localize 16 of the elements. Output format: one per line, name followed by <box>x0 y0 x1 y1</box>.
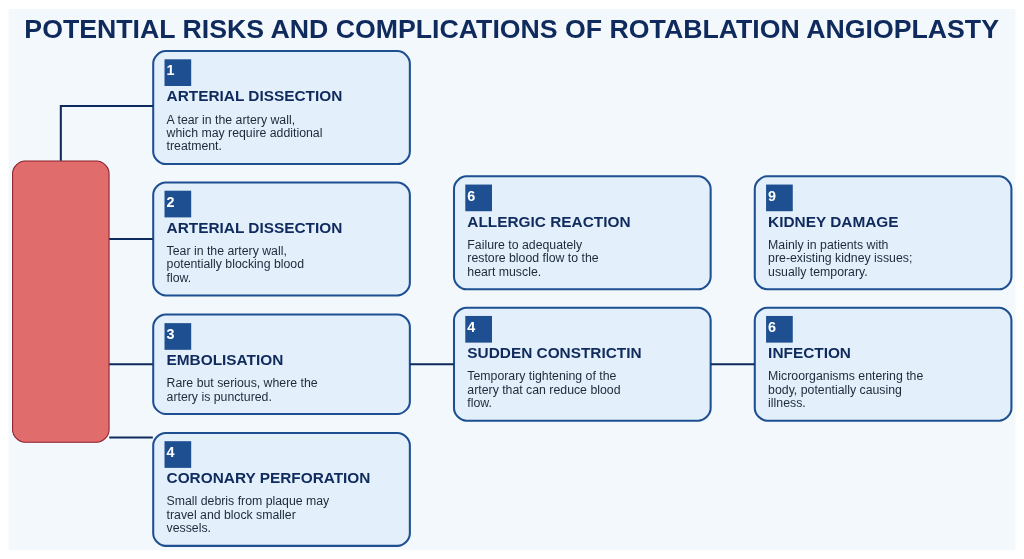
connector <box>710 363 755 366</box>
connector <box>109 436 153 439</box>
node-box: 4 CORONARY PERFORATION Small debris from plaque may travel and block smaller vessels. <box>152 431 411 547</box>
node-box: 3 EMBOLISATION Rare but serious, where the artery is punctured. <box>152 313 411 415</box>
connector <box>409 363 454 366</box>
connector <box>109 237 153 240</box>
node-box <box>12 160 110 443</box>
connector <box>109 363 153 366</box>
diagram-title: POTENTIAL RISKS AND COMPLICATIONS OF ROTABLATION ANGIOPLASTY <box>24 13 999 44</box>
node-box: 9 KIDNEY DAMAGE Mainly in patients with pre-existing kidney issues; usually temporary. <box>753 175 1013 291</box>
node-box: 2 ARTERIAL DISSECTION Tear in the artery wall, potentially blocking blood flow. <box>152 181 411 297</box>
node-box: 6 ALLERGIC REACTION Failure to adequately restore blood flow to the heart muscle. <box>452 175 712 291</box>
node-box: 1 ARTERIAL DISSECTION A tear in the artery wall, which may require additional treatment. <box>152 50 411 166</box>
node-box: 6 INFECTION Microorganisms entering the body, potentially causing illness. <box>753 306 1013 422</box>
connector <box>59 105 154 161</box>
node-box: 4 SUDDEN CONSTRICTIN Temporary tightening of the artery that can reduce blood flow. <box>452 306 712 422</box>
